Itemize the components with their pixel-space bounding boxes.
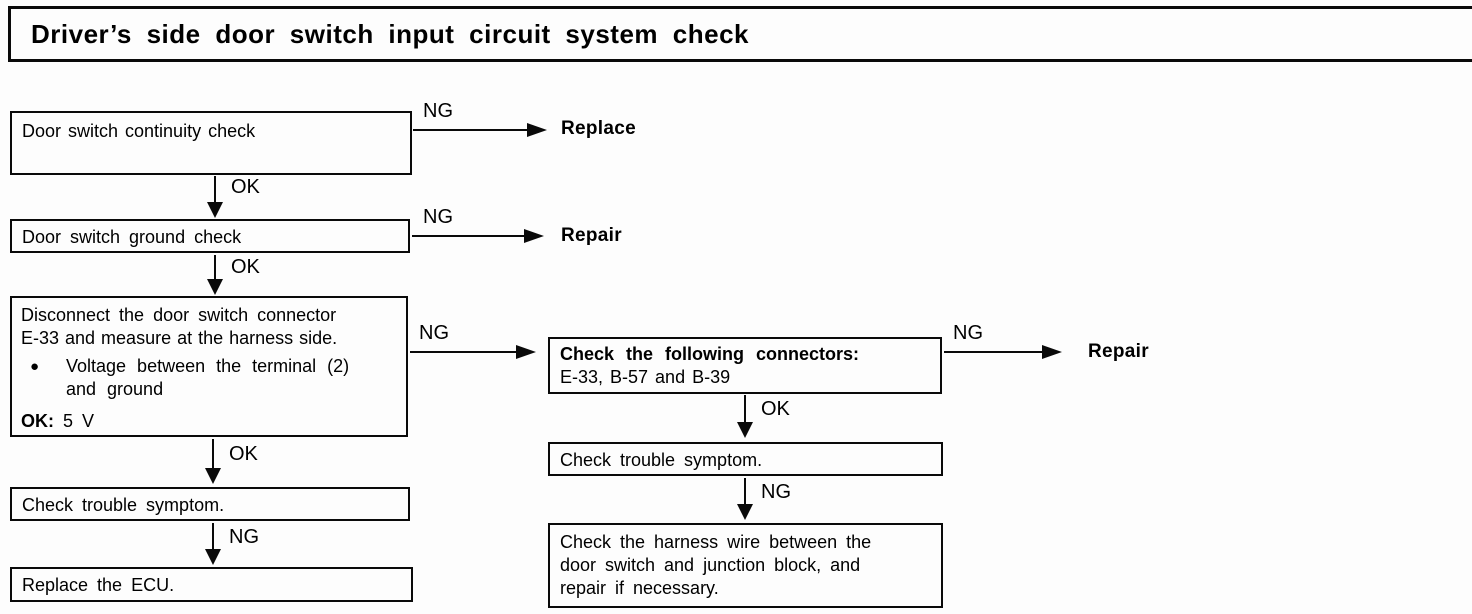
flow-box-check-connectors: Check the following connectors: E-33, B-… [548, 337, 942, 394]
flow-box-ground-label: Door switch ground check [22, 227, 242, 247]
arrow-down-icon [744, 478, 746, 504]
edge-label-ng-ground: NG [423, 206, 453, 228]
disconnect-bullet-line-1: Voltage between the terminal (2) [66, 356, 350, 376]
arrow-down-icon [214, 176, 216, 202]
edge-label-ok-ground: OK [231, 256, 260, 278]
flow-box-trouble-symptom-right: Check trouble symptom. [548, 442, 943, 476]
connectors-line-2: E-33, B-57 and B-39 [560, 367, 731, 387]
arrow-down-icon [212, 523, 214, 549]
terminal-repair-connectors: Repair [1088, 341, 1149, 362]
harness-line-1: Check the harness wire between the [560, 532, 872, 552]
arrow-down-icon [212, 439, 214, 468]
flow-box-check-harness: Check the harness wire between the door … [548, 523, 943, 608]
disconnect-ok-label: OK: [21, 411, 54, 431]
arrow-right-icon [413, 129, 527, 131]
disconnect-line-1: Disconnect the door switch connector [21, 305, 337, 325]
flow-box-continuity-label: Door switch continuity check [22, 121, 256, 141]
disconnect-bullet-text: Voltage between the terminal (2) and gro… [66, 355, 349, 401]
edge-label-ng-trouble-left: NG [229, 526, 259, 548]
edge-label-ng-continuity: NG [423, 100, 453, 122]
arrow-right-icon [410, 351, 516, 353]
disconnect-bullet-line-2: and ground [66, 379, 164, 399]
flow-box-disconnect-measure: Disconnect the door switch connector E-3… [10, 296, 408, 437]
flow-box-replace-ecu: Replace the ECU. [10, 567, 413, 602]
disconnect-bullet-item: ● Voltage between the terminal (2) and g… [21, 355, 397, 401]
flow-box-continuity-check: Door switch continuity check [10, 111, 412, 175]
edge-label-ok-continuity: OK [231, 176, 260, 198]
edge-label-ok-connectors: OK [761, 398, 790, 420]
trouble-left-label: Check trouble symptom. [22, 495, 225, 515]
arrow-right-icon [944, 351, 1042, 353]
harness-line-3: repair if necessary. [560, 578, 719, 598]
edge-label-ng-trouble-right: NG [761, 481, 791, 503]
edge-label-ok-disconnect: OK [229, 443, 258, 465]
arrow-right-icon [412, 235, 524, 237]
terminal-repair-ground: Repair [561, 225, 622, 246]
arrow-down-icon [214, 255, 216, 279]
arrow-down-icon [744, 395, 746, 422]
edge-label-ng-disconnect: NG [419, 322, 449, 344]
flow-box-ground-check: Door switch ground check [10, 219, 410, 253]
trouble-right-label: Check trouble symptom. [560, 450, 763, 470]
harness-line-2: door switch and junction block, and [560, 555, 861, 575]
page-title: Driver’s side door switch input circuit … [8, 6, 1472, 62]
replace-ecu-label: Replace the ECU. [22, 575, 175, 595]
disconnect-ok-spec: OK: 5 V [21, 410, 397, 433]
connectors-line-1: Check the following connectors: [560, 344, 860, 364]
edge-label-ng-connectors: NG [953, 322, 983, 344]
disconnect-ok-value: 5 V [63, 411, 95, 431]
flow-box-trouble-symptom-left: Check trouble symptom. [10, 487, 410, 521]
disconnect-line-2: E-33 and measure at the harness side. [21, 328, 338, 348]
terminal-replace: Replace [561, 118, 636, 139]
bullet-icon: ● [30, 358, 40, 375]
